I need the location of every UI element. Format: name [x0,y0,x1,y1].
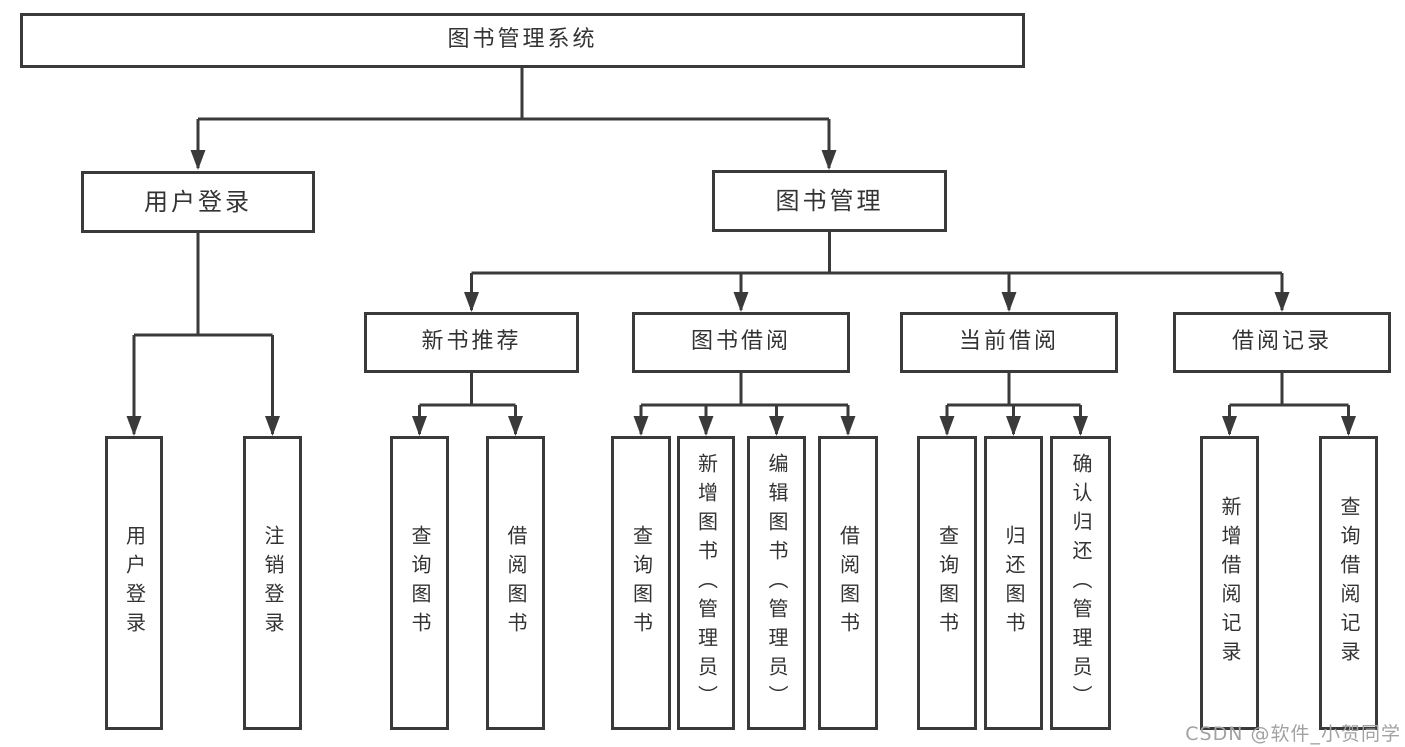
connector-userlogin-to-leaves [132,233,274,434]
node-user-login: 用户登录 [81,171,315,233]
node-leaf-borrow-book-1-label: 借阅图书 [504,525,528,641]
arrowhead [126,416,142,436]
node-leaf-logout: 注销登录 [243,436,302,730]
connector-bookmgmt-to-level3 [470,232,1284,310]
node-root: 图书管理系统 [20,13,1025,68]
node-book-mgmt-label: 图书管理 [775,186,884,215]
node-leaf-add-book: 新增图书（管理员） [677,436,735,730]
node-leaf-borrow-book-2-label: 借阅图书 [836,525,861,641]
arrowhead [1001,292,1017,312]
node-leaf-borrow-book-2: 借阅图书 [818,436,878,730]
arrowhead [733,292,749,312]
node-current-borrow: 当前借阅 [900,312,1118,373]
arrowhead [633,416,649,436]
arrowhead [840,416,856,436]
node-leaf-return-book: 归还图书 [984,436,1043,730]
node-new-book-rec-label: 新书推荐 [421,329,522,355]
node-borrow-records-label: 借阅记录 [1231,329,1332,355]
arrowhead [464,292,479,312]
node-root-label: 图书管理系统 [447,27,598,53]
node-leaf-edit-book: 编辑图书（管理员） [747,436,806,730]
arrowhead [1222,416,1237,436]
node-leaf-query-book-1: 查询图书 [390,436,449,730]
node-book-borrow: 图书借阅 [632,312,850,373]
node-leaf-query-book-3-label: 查询图书 [935,525,960,641]
connector-borrowrecords-to-leaves [1228,373,1350,434]
csdn-watermark: CSDN @软件_小贺同学 [1185,723,1401,745]
node-leaf-query-book-2: 查询图书 [611,436,671,730]
node-current-borrow-label: 当前借阅 [958,329,1059,355]
arrowhead [939,416,955,436]
node-book-mgmt: 图书管理 [712,170,947,232]
node-leaf-edit-book-label: 编辑图书（管理员） [765,452,789,714]
connector-bookborrow-to-leaves [639,373,850,434]
node-leaf-query-book-3: 查询图书 [917,436,977,730]
node-leaf-add-borrow-record-label: 新增借阅记录 [1218,496,1242,670]
arrowhead [265,416,280,436]
connector-root-to-level2 [196,68,831,168]
arrowhead [698,416,714,436]
arrowhead [821,150,837,170]
node-leaf-logout-label: 注销登录 [261,525,285,641]
node-book-borrow-label: 图书借阅 [690,329,791,355]
node-borrow-records: 借阅记录 [1173,312,1391,373]
arrowhead [769,416,784,436]
node-user-login-label: 用户登录 [144,187,252,216]
node-new-book-rec: 新书推荐 [364,312,579,373]
node-leaf-query-borrow-record-label: 查询借阅记录 [1337,496,1361,670]
arrowhead [1341,416,1356,436]
arrowhead [508,416,523,436]
node-leaf-confirm-return-label: 确认归还（管理员） [1069,452,1093,714]
node-leaf-add-borrow-record: 新增借阅记录 [1200,436,1259,730]
arrowhead [1274,292,1290,312]
node-leaf-return-book-label: 归还图书 [1002,525,1026,641]
arrowhead [412,416,427,436]
connector-lines [132,68,1350,434]
node-leaf-user-login: 用户登录 [105,436,163,730]
connector-newbookrec-to-leaves [418,373,517,434]
node-leaf-add-book-label: 新增图书（管理员） [694,452,719,714]
node-leaf-query-book-1-label: 查询图书 [408,525,432,641]
node-leaf-borrow-book-1: 借阅图书 [486,436,545,730]
arrowhead [1073,416,1088,436]
node-leaf-query-borrow-record: 查询借阅记录 [1319,436,1378,730]
arrowheads [126,150,1356,436]
arrowhead [1006,416,1021,436]
node-leaf-query-book-2-label: 查询图书 [629,525,654,641]
node-leaf-confirm-return: 确认归还（管理员） [1050,436,1111,730]
node-leaf-user-login-label: 用户登录 [122,525,147,641]
arrowhead [190,150,206,170]
